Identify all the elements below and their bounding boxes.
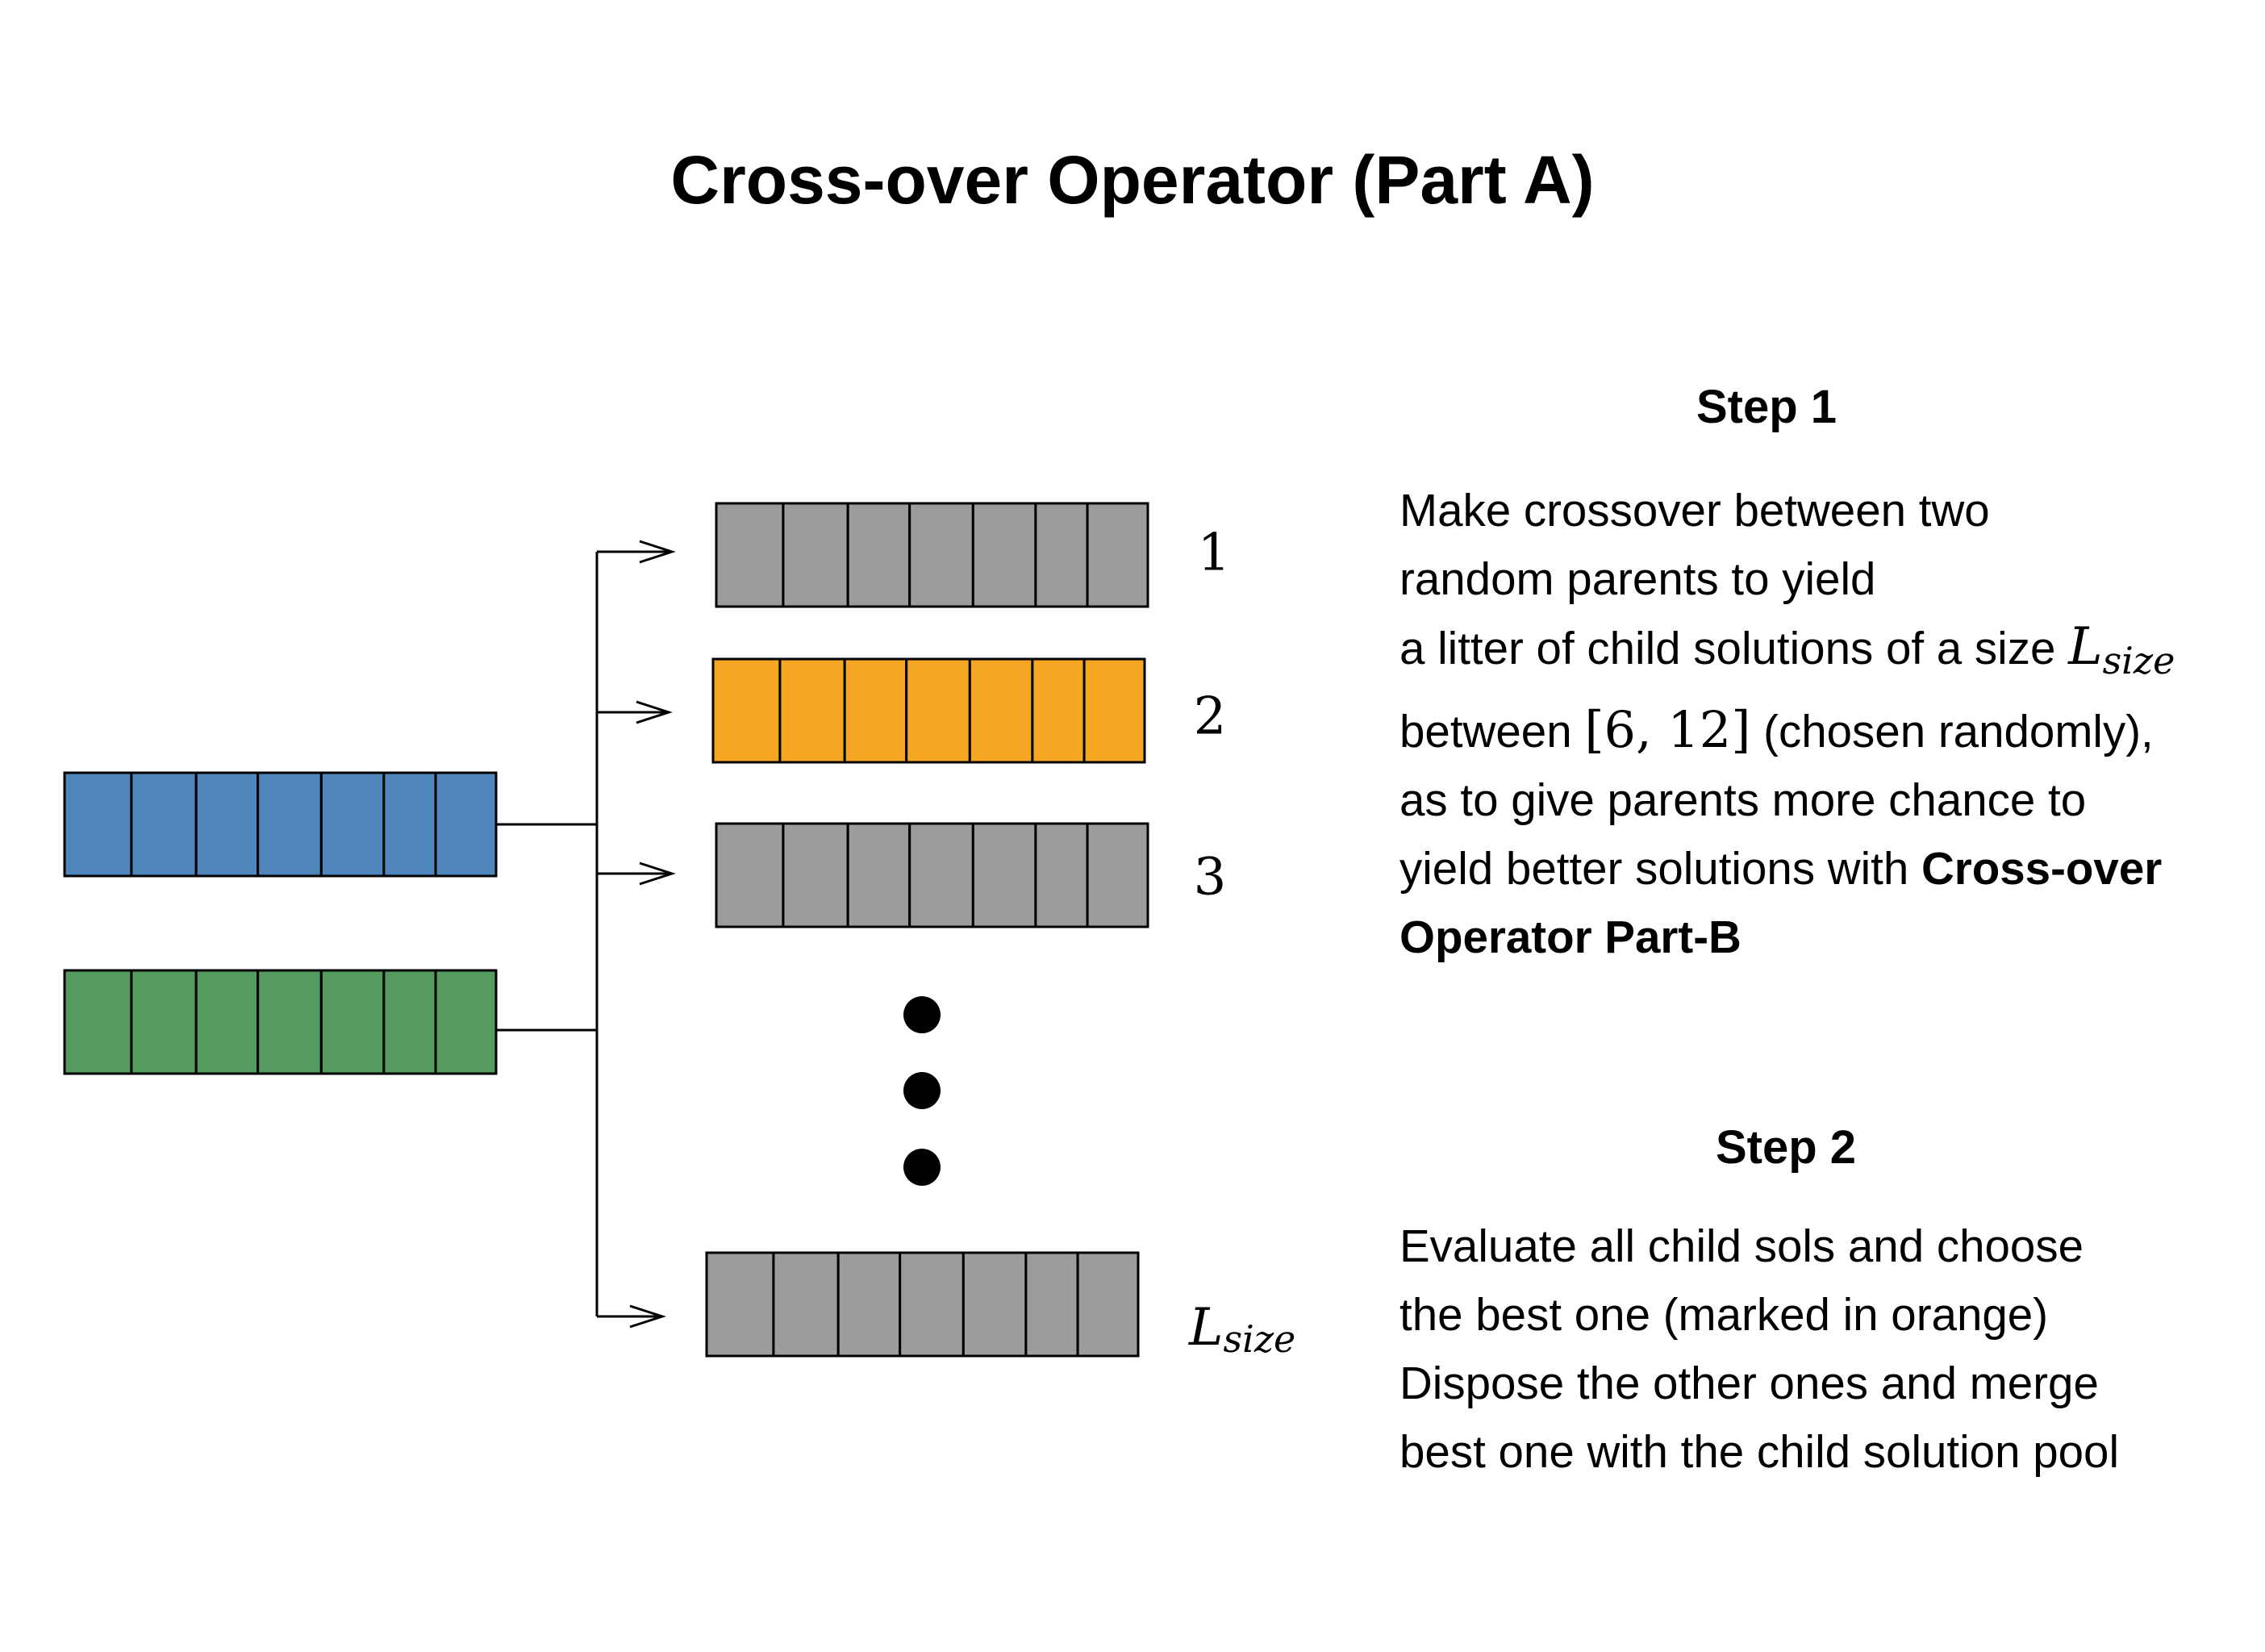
gene-cell — [257, 771, 323, 878]
step1-line4-pre: between — [1399, 706, 1585, 757]
step1-line3: a litter of child solutions of a size Ls… — [1399, 613, 2255, 695]
gene-cell — [130, 969, 198, 1075]
child-label-main: L — [1188, 1298, 1224, 1358]
gene-cell — [382, 771, 437, 878]
child-chromosome-1 — [715, 502, 1149, 608]
gene-cell — [715, 822, 785, 928]
range-math: [6, 12] — [1584, 700, 1751, 759]
child-chromosome-4 — [705, 1251, 1140, 1358]
step2-text: Evaluate all child sols and choose the b… — [1399, 1212, 2255, 1486]
gene-cell — [130, 771, 198, 878]
child-label: 3 — [1194, 848, 1227, 907]
arrow-head-icon — [639, 861, 676, 886]
gene-cell — [1082, 657, 1146, 764]
step2-line1: Evaluate all child sols and choose — [1399, 1220, 2084, 1271]
child-label-subscript: size — [1224, 1317, 1296, 1361]
gene-cell — [836, 1251, 902, 1358]
child-label: 2 — [1194, 687, 1227, 747]
gene-cell — [968, 657, 1034, 764]
ellipsis-dots — [903, 996, 941, 1186]
gene-cell — [1034, 502, 1089, 608]
step1-heading: Step 1 — [1696, 381, 1837, 433]
gene-cell — [1086, 822, 1149, 928]
arrow-head-icon — [629, 1304, 666, 1329]
math-l: L — [2068, 617, 2103, 677]
gene-cell — [843, 657, 908, 764]
step1-line4: between [6, 12] (chosen randomly), — [1399, 695, 2255, 766]
gene-cell — [194, 771, 260, 878]
gene-cell — [1034, 822, 1089, 928]
gene-cell — [705, 1251, 775, 1358]
gene-cell — [846, 822, 911, 928]
gene-cell — [782, 502, 849, 608]
litter-size-math: Lsize — [2068, 617, 2175, 682]
step1-line3-text: a litter of child solutions of a size — [1399, 623, 2069, 674]
gene-cell — [971, 822, 1037, 928]
parent-chromosome-1 — [63, 771, 498, 878]
math-size-subscript: size — [2102, 639, 2175, 682]
gene-cell — [434, 771, 498, 878]
gene-cell — [1024, 1251, 1079, 1358]
gene-cell — [846, 502, 911, 608]
gene-cell — [908, 502, 974, 608]
gene-cell — [711, 657, 782, 764]
page-title: Cross-over Operator (Part A) — [670, 142, 1595, 218]
ellipsis-dot — [903, 1149, 941, 1186]
gene-cell — [1086, 502, 1149, 608]
step1-line6-pre: yield better solutions with — [1399, 843, 1921, 894]
step2-line2: the best one (marked in orange) — [1399, 1289, 2049, 1340]
gene-cell — [778, 657, 846, 764]
gene-cell — [63, 771, 133, 878]
child-chromosome-3 — [715, 822, 1149, 928]
gene-cell — [434, 969, 498, 1075]
ellipsis-dot — [903, 996, 941, 1033]
ellipsis-dot — [903, 1072, 941, 1109]
step1-line1: Make crossover between two — [1399, 485, 1990, 536]
gene-cell — [715, 502, 785, 608]
arrow-head-icon — [639, 540, 676, 564]
gene-cell — [782, 822, 849, 928]
step2-line4: best one with the child solution pool — [1399, 1426, 2120, 1477]
gene-cell — [194, 969, 260, 1075]
step1-bold-1: Cross-over — [1921, 843, 2163, 894]
step1-line6: yield better solutions with Cross-over — [1399, 834, 2255, 903]
step1-line4-post: (chosen randomly), — [1750, 706, 2154, 757]
connector-lines — [496, 552, 599, 1316]
gene-cell — [319, 771, 386, 878]
gene-cell — [63, 969, 133, 1075]
gene-cell — [1076, 1251, 1140, 1358]
gene-cell — [772, 1251, 840, 1358]
parent-chromosome-2 — [63, 969, 498, 1075]
best-child-chromosome — [711, 657, 1146, 764]
arrow-head-icon — [636, 700, 673, 724]
gene-cell — [905, 657, 971, 764]
step2-heading: Step 2 — [1715, 1121, 1857, 1174]
gene-cell — [257, 969, 323, 1075]
gene-cell — [908, 822, 974, 928]
child-label: 1 — [1198, 524, 1231, 583]
gene-cell — [961, 1251, 1028, 1358]
gene-cell — [1031, 657, 1086, 764]
step1-bold-2: Operator Part-B — [1399, 912, 1742, 962]
gene-cell — [319, 969, 386, 1075]
parents-group — [63, 771, 498, 1075]
gene-cell — [899, 1251, 965, 1358]
step1-line5: as to give parents more chance to — [1399, 774, 2087, 825]
step2-line3: Dispose the other ones and merge — [1399, 1358, 2099, 1408]
gene-cell — [971, 502, 1037, 608]
gene-cell — [382, 969, 437, 1075]
child-label: Lsize — [1188, 1298, 1295, 1362]
step1-line2: random parents to yield — [1399, 553, 1876, 604]
step1-text: Make crossover between two random parent… — [1399, 476, 2255, 971]
